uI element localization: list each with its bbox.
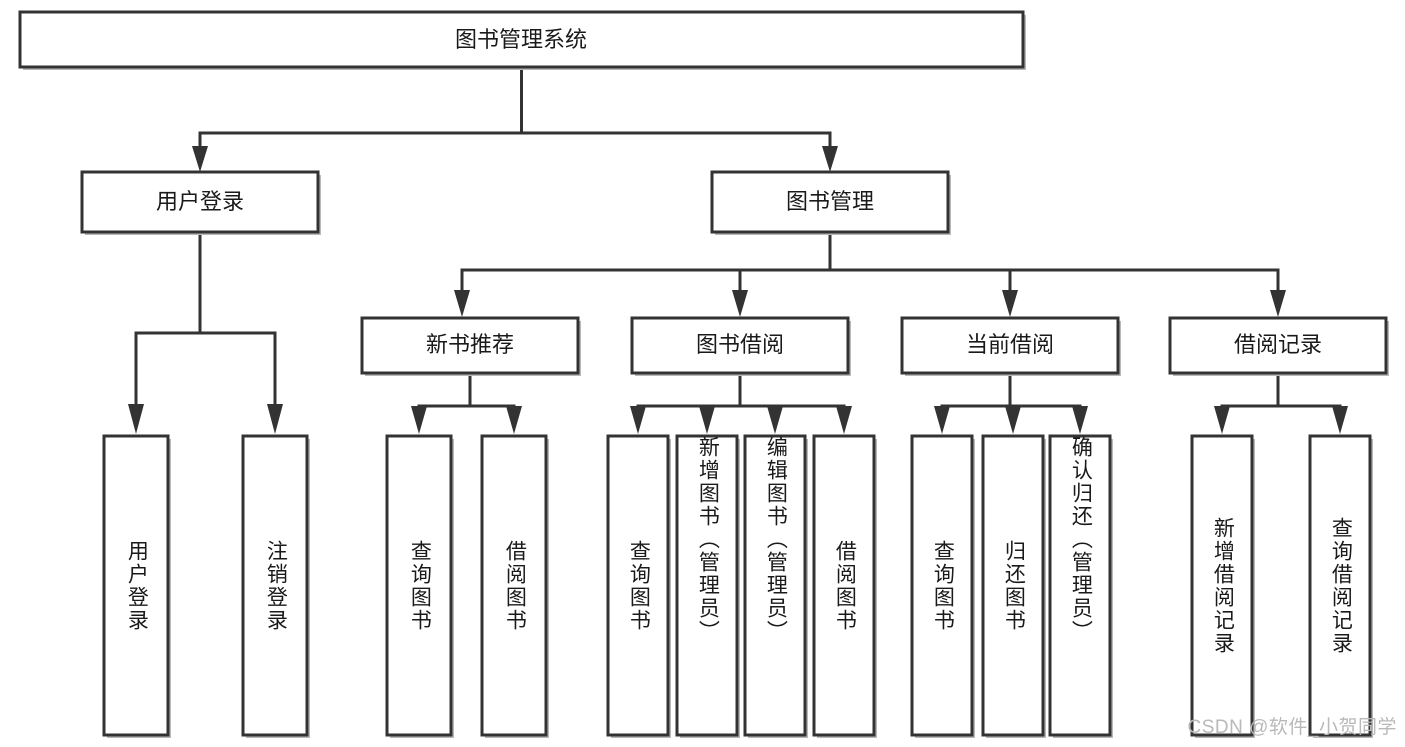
book-manage-label: 图书管理 <box>786 189 874 214</box>
arrow-br-child1-icon <box>1214 406 1230 434</box>
node-root[interactable]: 图书管理系统 <box>18 10 1026 70</box>
borrow-record-label: 借阅记录 <box>1234 332 1322 357</box>
arrow-cb-child3-icon <box>1072 406 1088 434</box>
root-rect <box>18 10 1025 69</box>
leaf-0-rect[interactable] <box>102 434 170 737</box>
leaf-10-rect[interactable] <box>1048 434 1112 737</box>
arrow-borrow-record-icon <box>1270 290 1286 317</box>
leaf-1-rect[interactable] <box>241 434 309 737</box>
arrow-leaf-user-login-icon <box>128 404 144 434</box>
book-borrow-rect <box>630 316 850 375</box>
leaf-11-rect[interactable] <box>1190 434 1254 737</box>
node-book-manage[interactable]: 图书管理 <box>710 170 951 235</box>
leaf-4-rect[interactable] <box>606 434 670 737</box>
current-borrow-rect <box>900 316 1120 375</box>
user-login-rect <box>80 170 320 234</box>
user-login-label: 用户登录 <box>156 189 244 214</box>
arrow-cb-child2-icon <box>1005 406 1021 434</box>
arrow-new-book-rec-icon <box>454 290 470 317</box>
arrow-nbr-child1-icon <box>411 406 427 434</box>
arrow-to-book-manage-icon <box>822 146 838 172</box>
node-borrow-record[interactable]: 借阅记录 <box>1168 316 1389 376</box>
arrow-br-child2-icon <box>1332 406 1348 434</box>
arrow-cb-child1-icon <box>934 406 950 434</box>
arrow-to-user-login-icon <box>192 146 208 172</box>
borrow-record-rect <box>1168 316 1388 375</box>
node-current-borrow[interactable]: 当前借阅 <box>900 316 1121 376</box>
leaf-7-rect[interactable] <box>812 434 876 737</box>
arrow-bb-child2-icon <box>699 406 715 434</box>
arrow-bb-child1-icon <box>630 406 646 434</box>
connector-group <box>128 65 1348 434</box>
node-user-login[interactable]: 用户登录 <box>80 170 321 235</box>
book-manage-rect <box>710 170 950 234</box>
arrow-leaf-logout-icon <box>267 404 283 434</box>
book-borrow-label: 图书借阅 <box>696 332 784 357</box>
leaf-3-rect[interactable] <box>480 434 548 737</box>
leaf-9-rect[interactable] <box>981 434 1045 737</box>
leaf-rects-group <box>102 434 1373 738</box>
arrow-bb-child3-icon <box>767 406 783 434</box>
node-book-borrow[interactable]: 图书借阅 <box>630 316 851 376</box>
root-label: 图书管理系统 <box>455 27 587 52</box>
leaf-6-rect[interactable] <box>743 434 807 737</box>
current-borrow-label: 当前借阅 <box>966 332 1054 357</box>
leaf-5-rect[interactable] <box>675 434 739 737</box>
leaf-8-rect[interactable] <box>910 434 974 737</box>
arrow-nbr-child2-icon <box>506 406 522 434</box>
arrow-bb-child4-icon <box>836 406 852 434</box>
node-new-book-rec[interactable]: 新书推荐 <box>360 316 581 376</box>
arrow-book-borrow-icon <box>732 290 748 317</box>
new-book-rec-rect <box>360 316 580 375</box>
new-book-rec-label: 新书推荐 <box>426 332 514 357</box>
leaf-2-rect[interactable] <box>385 434 453 737</box>
leaf-12-rect[interactable] <box>1308 434 1372 737</box>
arrow-current-borrow-icon <box>1002 290 1018 317</box>
